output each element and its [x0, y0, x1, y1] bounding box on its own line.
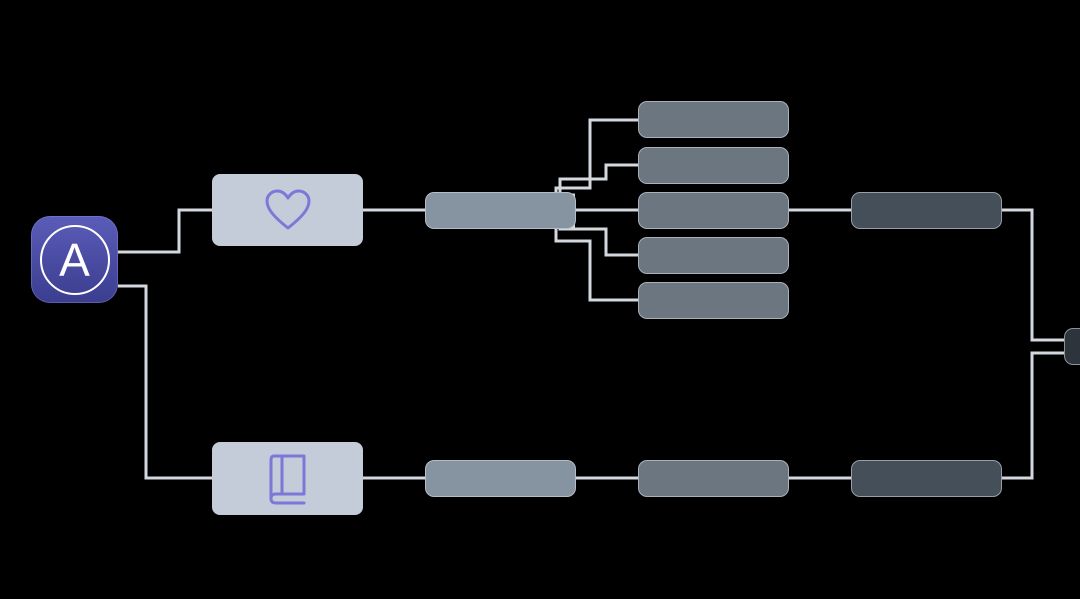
fan-step-2 [638, 147, 789, 184]
connector-app-to-book [118, 284, 213, 480]
end-node [1064, 328, 1080, 365]
book-icon [269, 454, 305, 504]
fan-step-5 [638, 282, 789, 319]
fan-step-1 [638, 101, 789, 138]
connector-fan-1 [554, 118, 639, 197]
fan-step-3 [638, 192, 789, 229]
upper-step-1 [425, 192, 576, 229]
app-letter: A [39, 224, 110, 295]
heart-icon [265, 189, 310, 230]
app-store-icon: A [31, 216, 118, 303]
upper-step-3 [851, 192, 1002, 229]
connector-app-to-heart [118, 208, 213, 254]
connector-upper-to-end [1000, 208, 1066, 342]
lower-step-3 [851, 460, 1002, 497]
connector-fan-5 [554, 224, 639, 302]
connector-lower-to-end [1000, 351, 1066, 480]
fan-step-4 [638, 237, 789, 274]
lower-step-1 [425, 460, 576, 497]
lower-step-2 [638, 460, 789, 497]
library-card [212, 442, 363, 515]
favorites-card [212, 174, 363, 246]
